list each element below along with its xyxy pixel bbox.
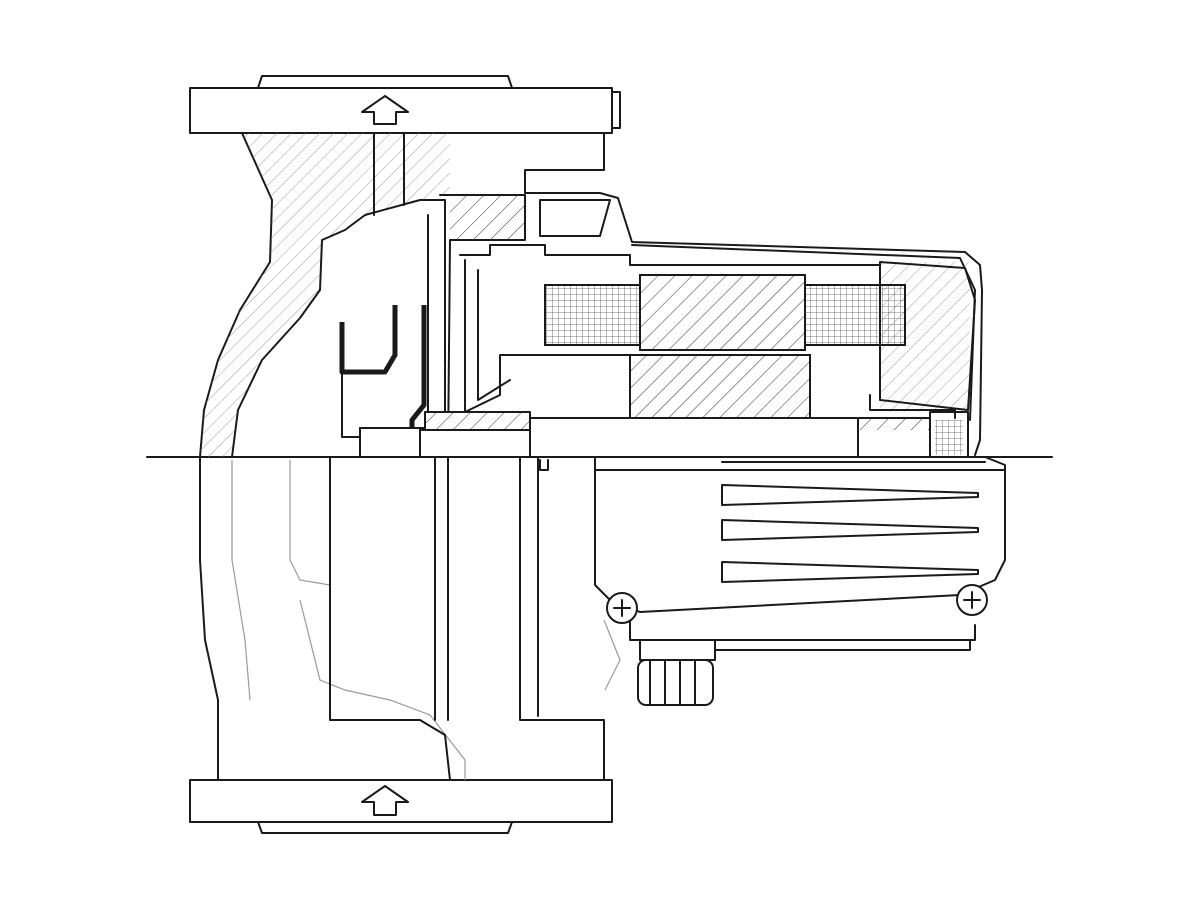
stator-core <box>639 274 806 351</box>
stator-winding-right <box>804 284 906 346</box>
terminal-box <box>594 456 1006 706</box>
pump-housing-section <box>199 132 983 458</box>
phillips-screw-icon <box>606 592 638 624</box>
phillips-screw-icon <box>956 584 988 616</box>
impeller <box>339 305 451 458</box>
inlet-flange <box>189 779 613 834</box>
outlet-flange <box>189 75 621 134</box>
flow-arrow-up-icon <box>361 785 409 816</box>
pump-housing-exterior <box>199 456 621 781</box>
flow-arrow-up-icon <box>361 95 409 125</box>
rotor-can <box>419 244 969 458</box>
cooling-fins <box>721 484 979 583</box>
rotor-core <box>629 354 811 419</box>
stator-winding-left <box>544 284 641 346</box>
